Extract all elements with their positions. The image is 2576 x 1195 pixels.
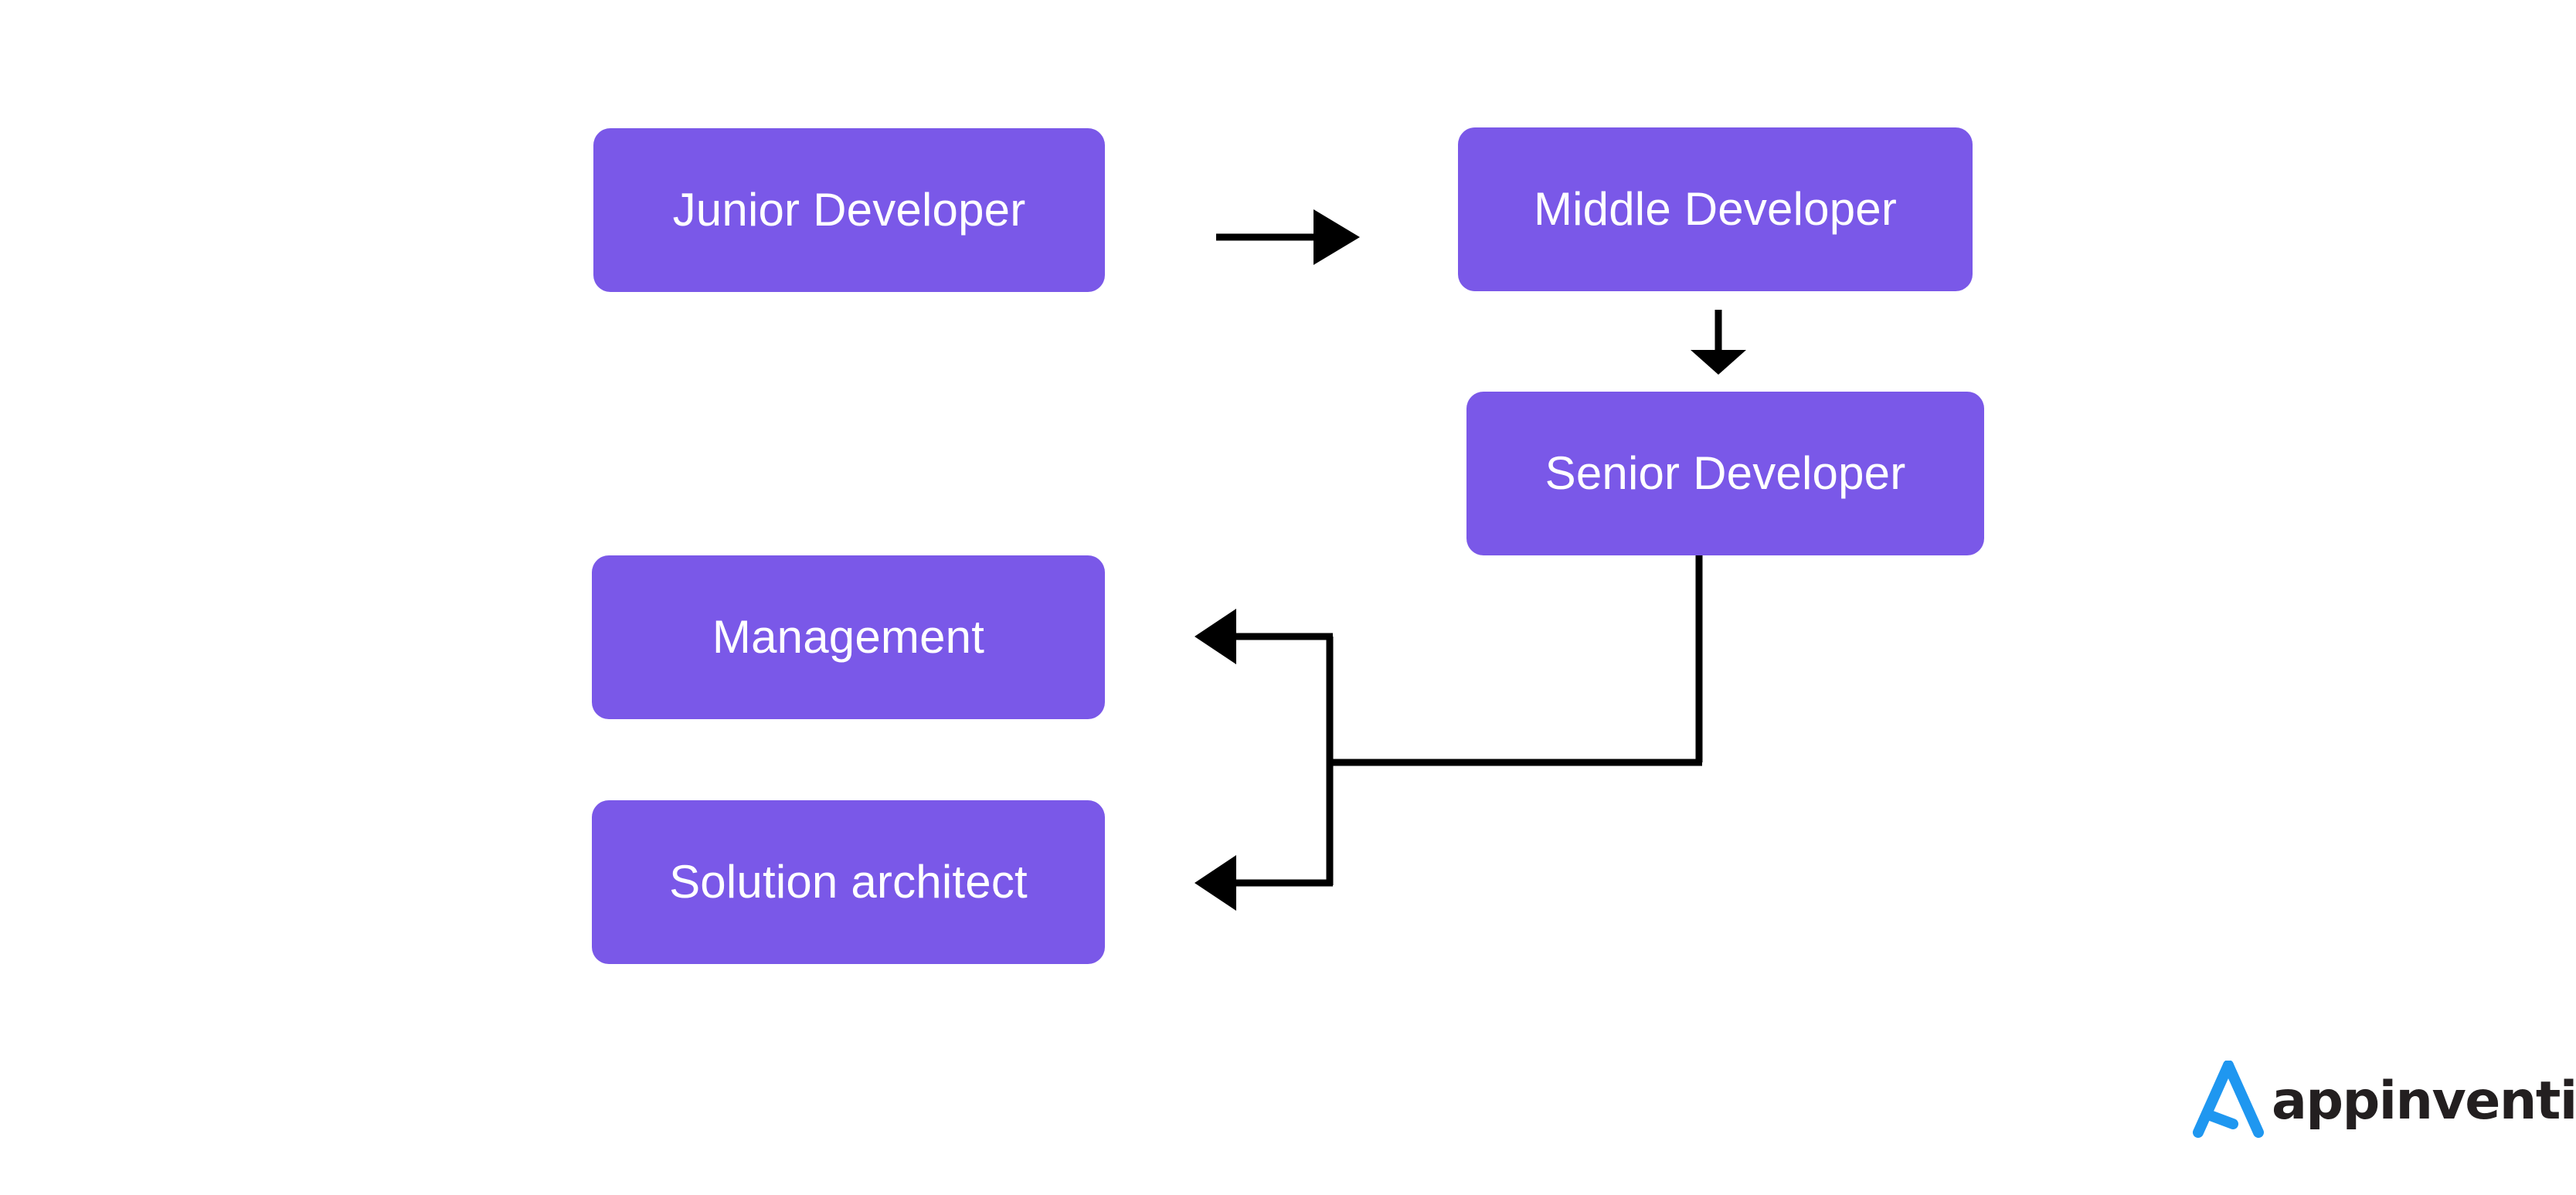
node-senior-developer[interactable]: Senior Developer	[1466, 392, 1984, 555]
edge-branch-to-management-arrow	[1195, 609, 1333, 664]
node-middle-developer[interactable]: Middle Developer	[1458, 127, 1973, 291]
edge-middle-to-senior-arrow	[1691, 310, 1746, 375]
node-solution-architect-label: Solution architect	[669, 856, 1028, 908]
node-management[interactable]: Management	[592, 555, 1105, 719]
edge-senior-to-branch-trunk	[1326, 555, 1703, 885]
node-senior-developer-label: Senior Developer	[1545, 447, 1906, 499]
node-junior-developer[interactable]: Junior Developer	[593, 128, 1105, 292]
edge-branch-to-solution-arrow	[1195, 855, 1333, 911]
edge-junior-to-middle-arrow	[1216, 209, 1360, 265]
node-middle-developer-label: Middle Developer	[1533, 183, 1898, 235]
appinventiv-a-mark-icon	[2193, 1059, 2264, 1143]
appinventiv-wordmark: appinventiv	[2272, 1071, 2576, 1132]
appinventiv-logo: appinventiv	[2193, 1059, 2576, 1143]
node-junior-developer-label: Junior Developer	[672, 184, 1026, 236]
node-solution-architect[interactable]: Solution architect	[592, 800, 1105, 964]
node-management-label: Management	[712, 611, 985, 663]
